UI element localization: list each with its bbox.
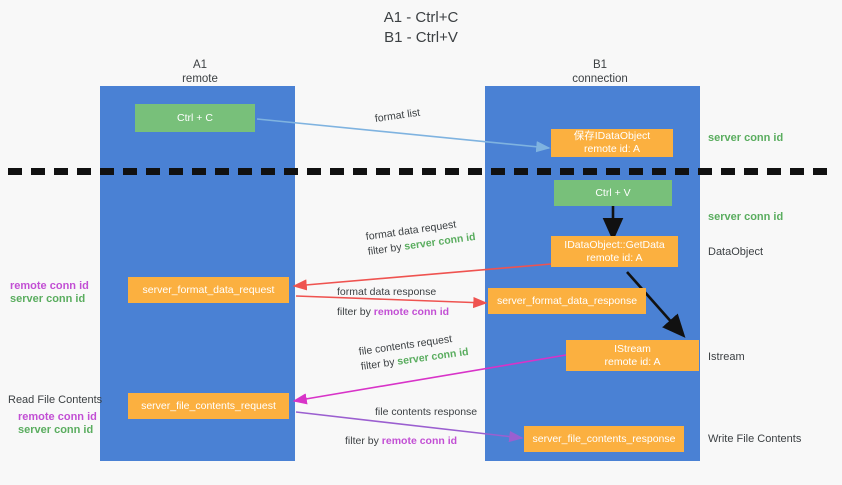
box-server-format-data-request[interactable]: server_format_data_request <box>128 277 289 303</box>
note-format-data-response: format data response filter by remote co… <box>337 285 449 320</box>
box-server-file-contents-response[interactable]: server_file_contents_response <box>524 426 684 452</box>
dashed-separator <box>8 168 834 175</box>
box-ctrl-v-label: Ctrl + V <box>595 186 631 199</box>
note-format-data-response-line2: filter by remote conn id <box>337 305 449 320</box>
left-label-remote-conn-id-bottom: remote conn id <box>18 411 97 423</box>
box-istream-line2: remote id: A <box>604 355 661 368</box>
note-format-data-request: format data request filter by server con… <box>365 215 477 260</box>
note-file-contents-response-line1: file contents response <box>375 406 478 418</box>
right-label-dataobject: DataObject <box>708 246 764 258</box>
right-label-server-conn-id-mid: server conn id <box>708 211 784 223</box>
left-label-server-conn-id-mid: server conn id <box>10 293 86 305</box>
note-fdres-key: remote conn id <box>373 306 450 318</box>
column-header-b1-name: B1 <box>592 59 608 71</box>
box-save-idataobject-line1: 保存IDataObject <box>573 130 651 142</box>
note-fcreq-prefix: filter by <box>360 355 399 373</box>
note-fdreq-prefix: filter by <box>367 240 406 258</box>
diagram-title: A1 - Ctrl+C B1 - Ctrl+V <box>0 8 842 48</box>
box-idataobject-getdata[interactable]: IDataObject::GetData remote id: A <box>551 236 678 267</box>
note-format-list: format list <box>374 106 421 125</box>
note-fdres-prefix: filter by <box>337 306 374 318</box>
column-header-b1-subtitle: connection <box>572 73 628 85</box>
column-header-a1: A1 remote <box>120 58 280 86</box>
note-file-contents-request: file contents request filter by server c… <box>358 330 470 375</box>
box-server-file-contents-response-label: server_file_contents_response <box>532 432 676 445</box>
box-ctrl-v[interactable]: Ctrl + V <box>554 180 672 206</box>
left-label-remote-conn-id-mid: remote conn id <box>10 280 89 292</box>
right-label-write-file-contents: Write File Contents <box>708 433 802 445</box>
box-server-file-contents-request-label: server_file_contents_request <box>141 399 276 412</box>
column-header-a1-name: A1 <box>192 59 208 71</box>
box-server-format-data-request-label: server_format_data_request <box>142 283 275 296</box>
box-getdata-line1: IDataObject::GetData <box>564 238 665 251</box>
box-server-file-contents-request[interactable]: server_file_contents_request <box>128 393 289 419</box>
note-file-contents-response: file contents response filter by remote … <box>345 405 477 449</box>
box-ctrl-c-label: Ctrl + C <box>177 111 213 124</box>
box-save-idataobject-line2: remote id: A <box>583 143 641 155</box>
right-label-server-conn-id-top: server conn id <box>708 132 784 144</box>
box-istream[interactable]: IStream remote id: A <box>566 340 699 371</box>
left-label-read-file-contents: Read File Contents <box>8 394 103 406</box>
note-file-contents-response-line2: filter by remote conn id <box>345 434 477 449</box>
column-header-a1-subtitle: remote <box>182 73 218 85</box>
title-line-1: A1 - Ctrl+C <box>383 9 459 26</box>
left-label-server-conn-id-bottom: server conn id <box>18 424 94 436</box>
box-getdata-line2: remote id: A <box>586 251 643 264</box>
note-fcres-key: remote conn id <box>381 435 458 447</box>
box-server-format-data-response[interactable]: server_format_data_response <box>488 288 646 314</box>
box-save-idataobject[interactable]: 保存IDataObject remote id: A <box>551 129 673 157</box>
note-format-data-response-line1: format data response <box>337 286 437 298</box>
note-fcres-prefix: filter by <box>345 435 382 447</box>
column-header-b1: B1 connection <box>520 58 680 86</box>
right-label-istream: Istream <box>708 351 745 363</box>
box-istream-line1: IStream <box>614 342 651 355</box>
box-server-format-data-response-label: server_format_data_response <box>496 294 638 307</box>
title-line-2: B1 - Ctrl+V <box>384 29 458 46</box>
box-ctrl-c[interactable]: Ctrl + C <box>135 104 255 132</box>
